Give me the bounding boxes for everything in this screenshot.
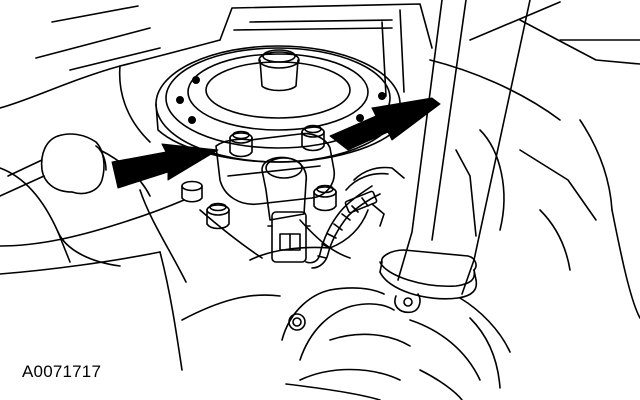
figure-reference-code: A0071717 [22,362,102,381]
right-arrow-tail [371,97,441,109]
right-arrow [329,103,441,151]
tool-handle [0,133,107,197]
left-arrow [111,143,219,189]
wiring-harness [305,166,405,269]
front-cover-bolts [181,180,337,331]
indicator-arrows [111,97,441,189]
steering-shaft [281,0,531,400]
crankshaft-pulley [155,45,401,163]
sensor-mount [215,124,336,205]
crankshaft-position-sensor [261,156,311,263]
